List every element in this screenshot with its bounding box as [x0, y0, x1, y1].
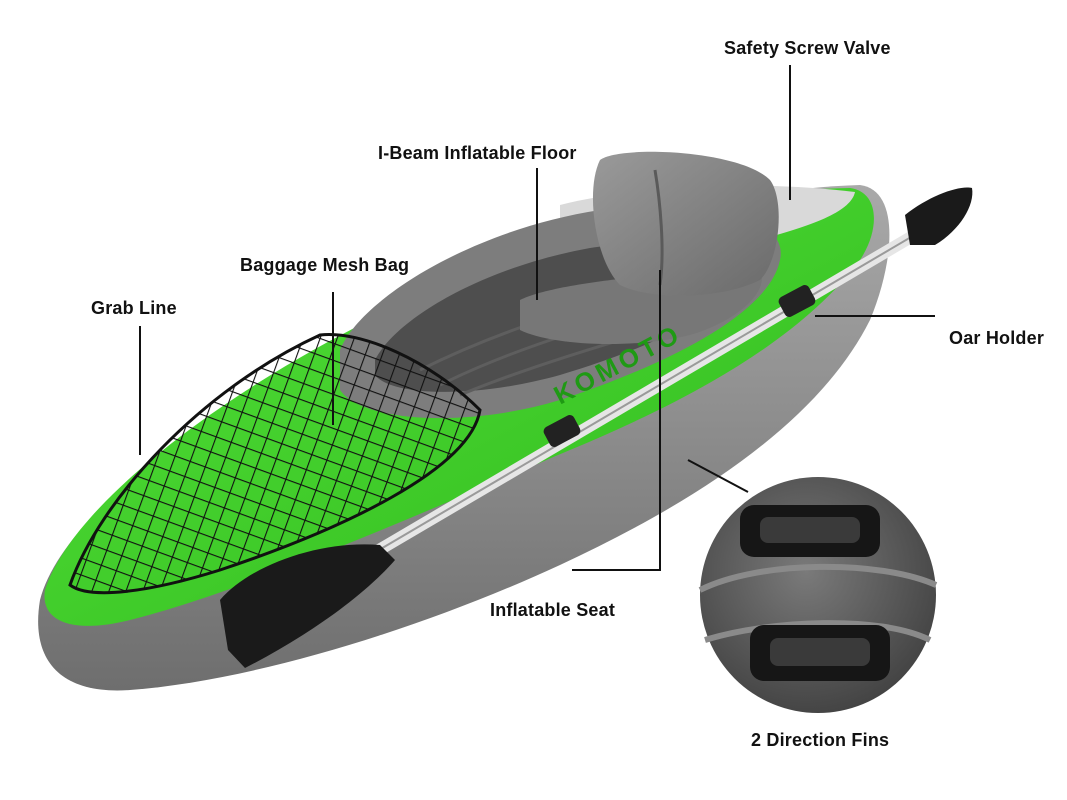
label-safety-screw-valve: Safety Screw Valve [724, 38, 891, 58]
mesh-net [68, 332, 482, 595]
oar-holder-clip-rear [778, 285, 816, 317]
label-inflatable-seat: Inflatable Seat [490, 600, 616, 620]
fins-inset [698, 477, 938, 713]
paddle-blade-rear [905, 187, 973, 245]
leader-lines [139, 65, 935, 571]
leader-fins [687, 459, 749, 493]
seat-back [592, 151, 779, 296]
label-direction-fins: 2 Direction Fins [751, 730, 890, 750]
label-grab-line: Grab Line [91, 298, 177, 318]
label-baggage-mesh-bag: Baggage Mesh Bag [240, 255, 410, 275]
leader-seat [572, 270, 661, 571]
label-oar-holder: Oar Holder [949, 328, 1045, 348]
paddle-blade-front [220, 544, 395, 668]
seat-back-crease [653, 169, 664, 286]
oar-holder-clip-front [543, 415, 581, 447]
label-i-beam-floor: I-Beam Inflatable Floor [378, 143, 577, 163]
